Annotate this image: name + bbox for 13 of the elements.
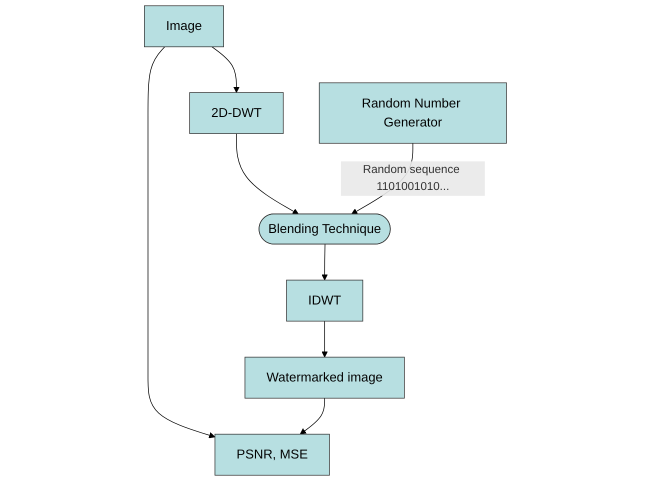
arrow [322,320,328,358]
node-box: Random Number Generator [318,82,507,144]
arrow [212,46,240,93]
arrow [322,244,328,280]
arrow [236,133,299,214]
node-box: Watermarked image [244,356,405,399]
node-box: PSNR, MSE [214,434,330,476]
arrow [300,398,326,434]
node-box: 2D-DWT [189,92,284,134]
arrow [148,46,216,438]
node-box: IDWT [286,280,364,322]
edge-label: Random sequence 1101001010... [362,163,460,193]
node-box: Image [144,5,224,48]
